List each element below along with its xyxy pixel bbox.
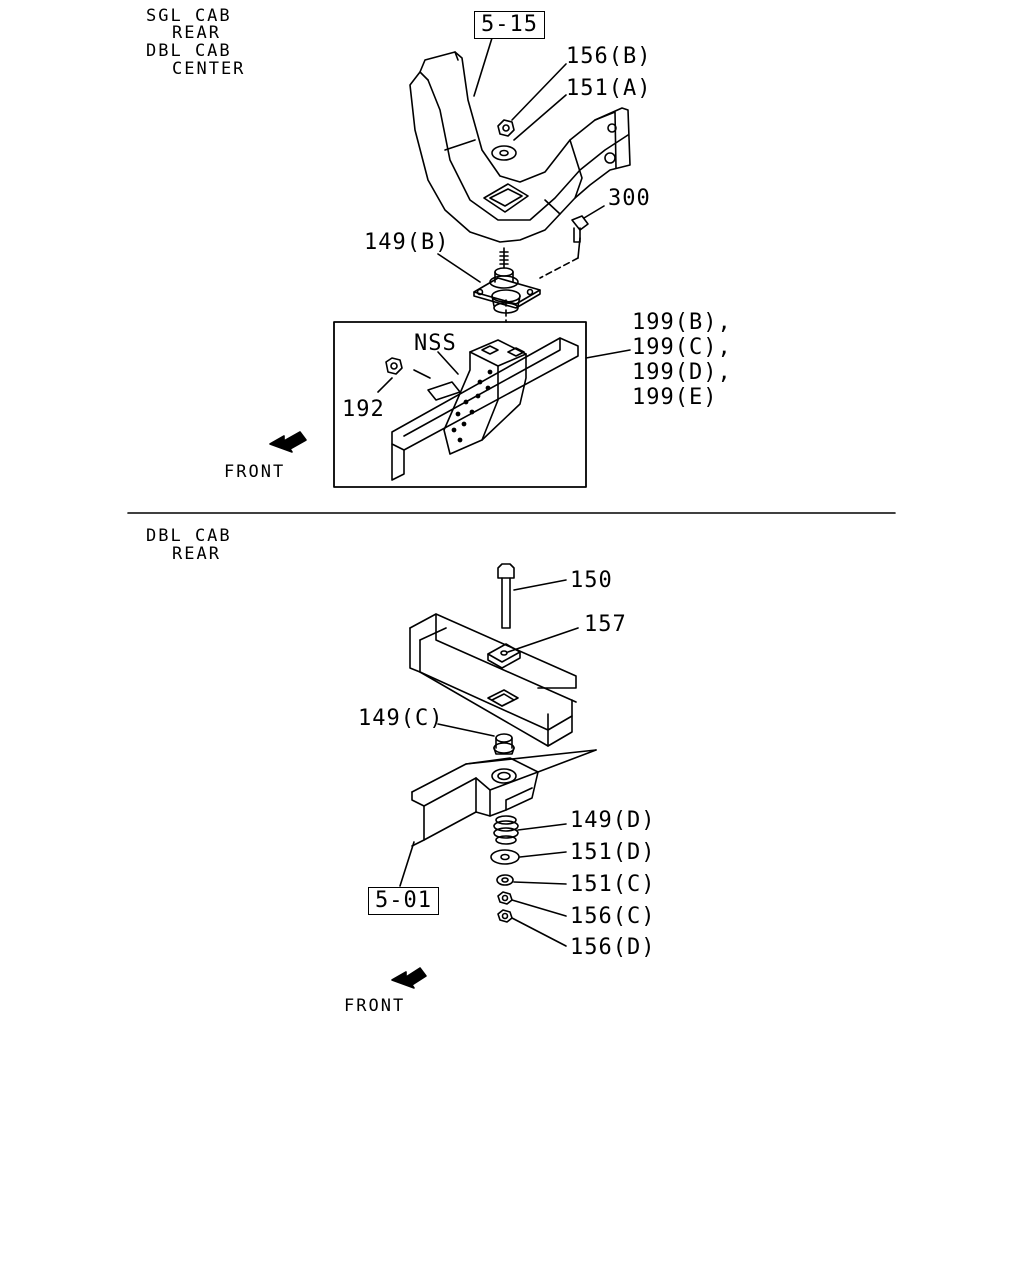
header-top-line2: REAR bbox=[172, 23, 221, 43]
mount-149b bbox=[473, 247, 541, 314]
nut-156b bbox=[497, 119, 515, 137]
bolt-300 bbox=[571, 215, 589, 243]
front-arrow-bottom bbox=[391, 967, 427, 989]
callout-151a[interactable]: 151(A) bbox=[566, 76, 652, 101]
callout-nss[interactable]: NSS bbox=[414, 331, 457, 356]
callout-199b[interactable]: 199(B), bbox=[632, 310, 732, 335]
mount-149d bbox=[493, 815, 519, 845]
top-leaders bbox=[377, 37, 631, 393]
ref-box-5-15[interactable]: 5-15 bbox=[474, 11, 545, 39]
header-top-line3: DBL CAB bbox=[146, 41, 232, 61]
front-label-bottom: FRONT bbox=[344, 996, 406, 1016]
bolt-150 bbox=[497, 563, 515, 629]
cab-bracket bbox=[409, 51, 631, 243]
header-top-line1: SGL CAB bbox=[146, 6, 232, 26]
callout-151c[interactable]: 151(C) bbox=[570, 872, 656, 897]
washer-151d bbox=[490, 849, 520, 865]
callout-151d[interactable]: 151(D) bbox=[570, 840, 656, 865]
callout-149d[interactable]: 149(D) bbox=[570, 808, 656, 833]
callout-192[interactable]: 192 bbox=[342, 397, 385, 422]
nut-156d bbox=[497, 909, 513, 923]
callout-199e[interactable]: 199(E) bbox=[632, 385, 718, 410]
callout-149c[interactable]: 149(C) bbox=[358, 706, 444, 731]
callout-156b[interactable]: 156(B) bbox=[566, 44, 652, 69]
chassis-frame bbox=[411, 749, 597, 847]
header-bottom-line1: DBL CAB bbox=[146, 526, 232, 546]
header-bottom-line2: REAR bbox=[172, 544, 221, 564]
frame-rail-detail bbox=[391, 337, 579, 481]
washer-151c bbox=[496, 874, 514, 886]
callout-149b[interactable]: 149(B) bbox=[364, 230, 450, 255]
nut-192 bbox=[385, 357, 403, 375]
bottom-leaders bbox=[399, 579, 579, 947]
front-arrow-top bbox=[269, 431, 307, 453]
ref-box-5-01[interactable]: 5-01 bbox=[368, 887, 439, 915]
callout-300[interactable]: 300 bbox=[608, 186, 651, 211]
header-top-line4: CENTER bbox=[172, 59, 246, 79]
washer-151a bbox=[491, 145, 517, 161]
callout-157[interactable]: 157 bbox=[584, 612, 627, 637]
front-label-top: FRONT bbox=[224, 462, 286, 482]
nut-156c bbox=[497, 891, 513, 905]
callout-156d[interactable]: 156(D) bbox=[570, 935, 656, 960]
callout-199d[interactable]: 199(D), bbox=[632, 360, 732, 385]
mount-149c bbox=[493, 733, 515, 755]
callout-199c[interactable]: 199(C), bbox=[632, 335, 732, 360]
detail-frame bbox=[333, 321, 587, 488]
callout-150[interactable]: 150 bbox=[570, 568, 613, 593]
body-rail bbox=[409, 613, 577, 747]
callout-156c[interactable]: 156(C) bbox=[570, 904, 656, 929]
